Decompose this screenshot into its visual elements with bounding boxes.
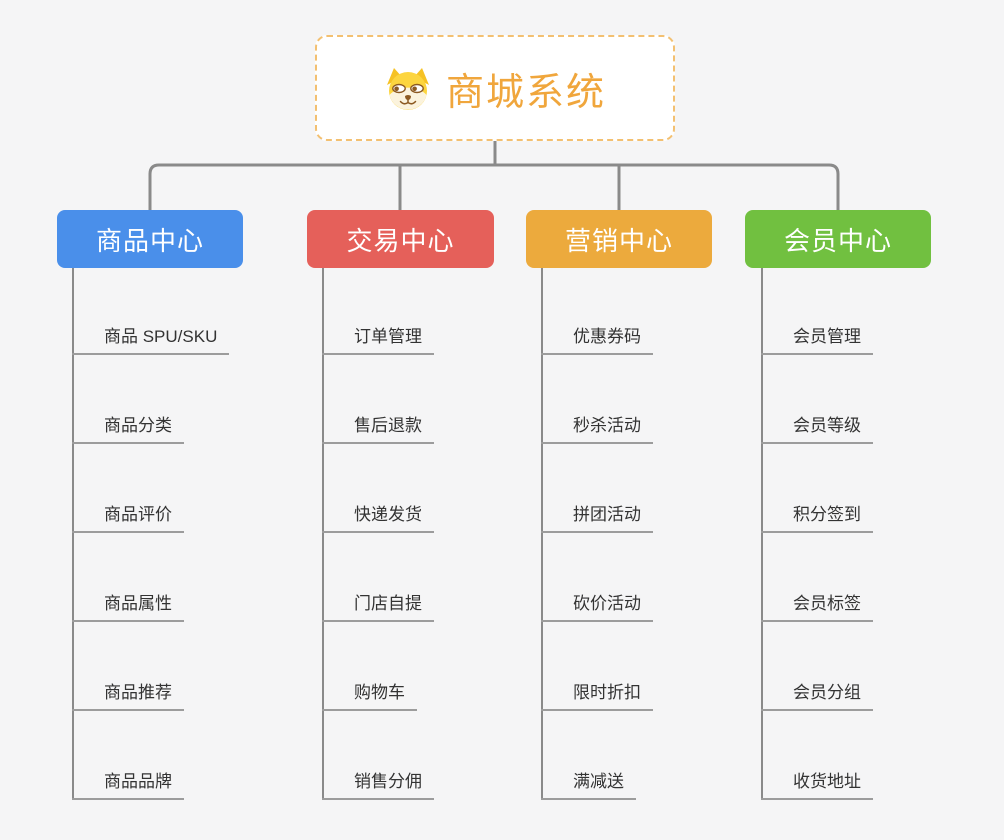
leaf-label: 积分签到	[793, 505, 861, 524]
leaf-label: 商品 SPU/SKU	[104, 327, 218, 346]
leaf-label: 购物车	[354, 683, 405, 702]
leaf-node[interactable]: 购物车	[322, 673, 417, 711]
branch-node-label: 营销中心	[564, 225, 673, 256]
leaf-node[interactable]: 商品分类	[72, 406, 184, 444]
leaf-node[interactable]: 秒杀活动	[541, 406, 653, 444]
leaf-label: 会员管理	[793, 327, 861, 346]
leaf-node[interactable]: 优惠券码	[541, 317, 653, 355]
leaf-node[interactable]: 积分签到	[761, 495, 873, 533]
leaf-node[interactable]: 门店自提	[322, 584, 434, 622]
branch-node-label: 会员中心	[783, 225, 892, 256]
branch-node-label: 商品中心	[95, 225, 204, 256]
leaf-node[interactable]: 会员标签	[761, 584, 873, 622]
branch-node-marketing-center[interactable]: 营销中心	[526, 210, 712, 268]
leaf-node[interactable]: 商品推荐	[72, 673, 184, 711]
leaf-node[interactable]: 订单管理	[322, 317, 434, 355]
leaf-label: 商品评价	[104, 505, 172, 524]
leaf-label: 会员分组	[793, 683, 861, 702]
branch-node-trade-center[interactable]: 交易中心	[307, 210, 494, 268]
leaf-node[interactable]: 收货地址	[761, 762, 873, 800]
leaf-label: 门店自提	[354, 594, 422, 613]
branch-node-member-center[interactable]: 会员中心	[745, 210, 931, 268]
leaf-node[interactable]: 会员等级	[761, 406, 873, 444]
leaf-label: 收货地址	[793, 772, 861, 791]
leaf-node[interactable]: 拼团活动	[541, 495, 653, 533]
leaf-node[interactable]: 商品 SPU/SKU	[72, 317, 230, 355]
leaf-node[interactable]: 会员管理	[761, 317, 873, 355]
root-node-title: 商城系统	[445, 71, 606, 114]
leaf-label: 优惠券码	[573, 327, 641, 346]
branch-node-product-center[interactable]: 商品中心	[57, 210, 243, 268]
leaf-node[interactable]: 限时折扣	[541, 673, 653, 711]
leaf-label: 快递发货	[354, 505, 422, 524]
branch-node-label: 交易中心	[346, 225, 455, 256]
dog-face-icon	[386, 68, 429, 110]
root-node[interactable]: 商城系统	[315, 35, 675, 141]
leaf-label: 商品品牌	[104, 772, 172, 791]
leaf-label: 拼团活动	[573, 505, 641, 524]
leaf-node[interactable]: 商品属性	[72, 584, 184, 622]
leaf-label: 商品分类	[104, 416, 172, 435]
leaf-label: 销售分佣	[354, 772, 422, 791]
leaf-node[interactable]: 快递发货	[322, 495, 434, 533]
leaf-label: 商品推荐	[104, 683, 172, 702]
leaf-label: 商品属性	[104, 594, 172, 613]
leaf-label: 限时折扣	[573, 683, 641, 702]
leaf-node[interactable]: 砍价活动	[541, 584, 653, 622]
leaf-node[interactable]: 商品评价	[72, 495, 184, 533]
leaf-node[interactable]: 满减送	[541, 762, 636, 800]
leaf-node[interactable]: 售后退款	[322, 406, 434, 444]
leaf-label: 售后退款	[354, 416, 422, 435]
leaf-node[interactable]: 会员分组	[761, 673, 873, 711]
leaf-label: 砍价活动	[573, 594, 641, 613]
leaf-label: 会员等级	[793, 416, 861, 435]
leaf-label: 会员标签	[793, 594, 861, 613]
leaf-node[interactable]: 销售分佣	[322, 762, 434, 800]
leaf-label: 满减送	[573, 772, 624, 791]
leaf-label: 秒杀活动	[573, 416, 641, 435]
leaf-node[interactable]: 商品品牌	[72, 762, 184, 800]
leaf-label: 订单管理	[354, 327, 422, 346]
